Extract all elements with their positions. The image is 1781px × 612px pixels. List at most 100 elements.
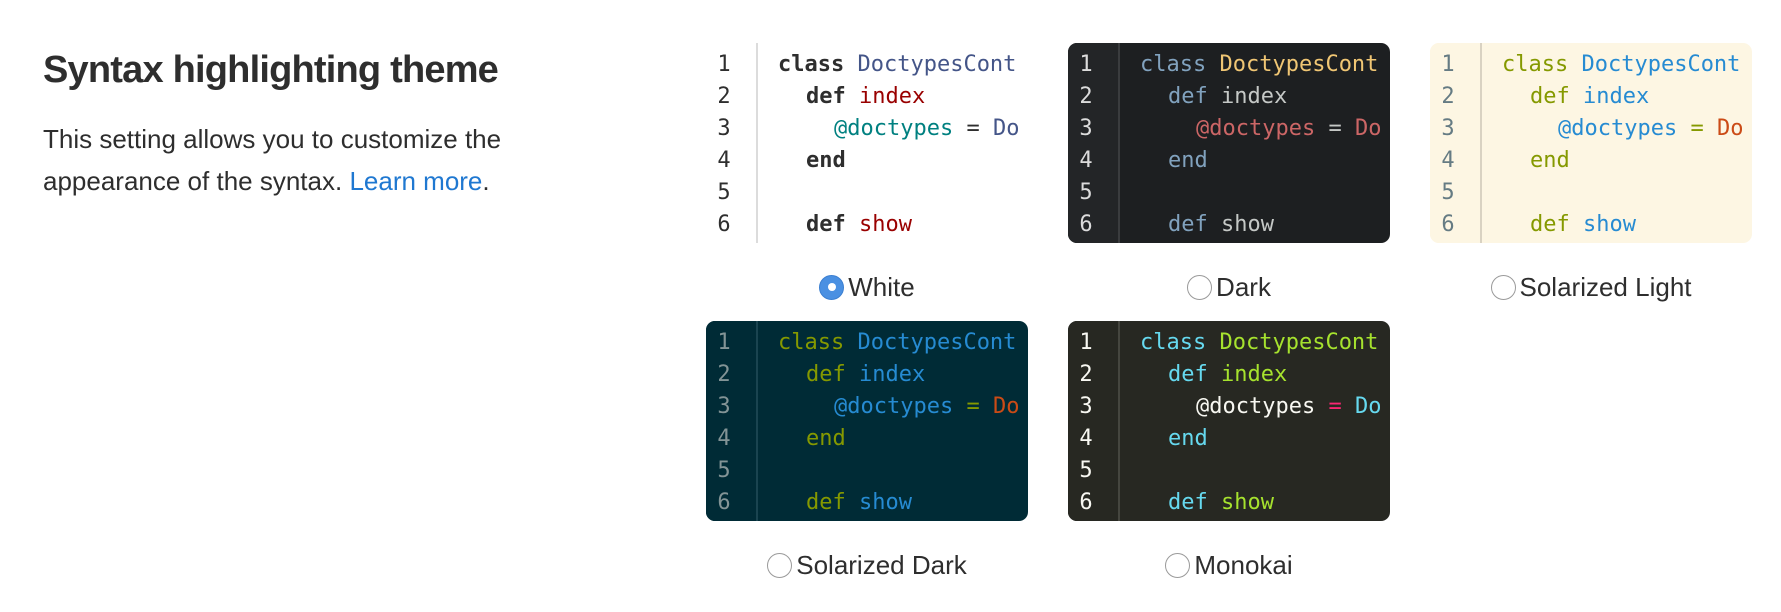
line-number: 4 — [717, 426, 731, 451]
code-token: Do — [1354, 394, 1382, 419]
theme-radio-monokai[interactable]: Monokai — [1068, 547, 1390, 583]
code-line: class DoctypesCont — [1140, 49, 1378, 81]
line-number: 1 — [717, 330, 731, 355]
code-token: def — [1168, 362, 1208, 387]
theme-label: Monokai — [1194, 549, 1293, 580]
code-token: DoctypesCont — [857, 330, 1017, 355]
radio-unselected-icon[interactable] — [767, 552, 793, 578]
theme-radio-dark[interactable]: Dark — [1068, 269, 1390, 305]
code-token: @doctypes — [1196, 394, 1316, 419]
code-line: def show — [1168, 209, 1274, 241]
code-token: Do — [1354, 116, 1382, 141]
code-line: class DoctypesCont — [778, 327, 1016, 359]
code-token: end — [806, 148, 846, 173]
radio-unselected-icon[interactable] — [1490, 274, 1516, 300]
code-line: end — [806, 145, 846, 177]
code-line: def index — [1168, 81, 1287, 113]
code-line: def index — [1168, 359, 1287, 391]
code-token: def — [1168, 212, 1208, 237]
line-number: 3 — [1441, 116, 1455, 141]
code-token: show — [1221, 490, 1274, 515]
code-line: class DoctypesCont — [1140, 327, 1378, 359]
radio-selected-icon[interactable] — [819, 274, 845, 300]
code-line: @doctypes = Do — [834, 391, 1019, 423]
code-token: index — [1583, 84, 1650, 109]
code-token: show — [859, 490, 912, 515]
code-line: class DoctypesCont — [1502, 49, 1740, 81]
line-number: 5 — [1441, 180, 1455, 205]
theme-radio-solarized-dark[interactable]: Solarized Dark — [706, 547, 1028, 583]
code-token: DoctypesCont — [1581, 52, 1741, 77]
line-number: 3 — [1079, 394, 1093, 419]
code-token: show — [1583, 212, 1636, 237]
section-description: This setting allows you to customize the… — [43, 118, 603, 202]
code-line: def show — [1530, 209, 1636, 241]
learn-more-link[interactable]: Learn more — [349, 166, 483, 196]
code-token: class — [1140, 330, 1207, 355]
theme-radio-white[interactable]: White — [706, 269, 1028, 305]
code-token: def — [806, 212, 846, 237]
code-token: = — [1690, 116, 1704, 141]
line-number: 1 — [1079, 330, 1093, 355]
theme-radio-solarized-light[interactable]: Solarized Light — [1430, 269, 1752, 305]
code-token: show — [859, 212, 912, 237]
line-number: 1 — [717, 52, 731, 77]
section-title: Syntax highlighting theme — [43, 49, 499, 91]
line-number: 4 — [1079, 148, 1093, 173]
line-number: 5 — [1079, 180, 1093, 205]
code-token: Do — [992, 116, 1020, 141]
code-token: def — [1530, 84, 1570, 109]
code-token: end — [806, 426, 846, 451]
code-line: @doctypes = Do — [834, 113, 1019, 145]
code-token: class — [778, 52, 845, 77]
line-number: 1 — [1079, 52, 1093, 77]
line-number: 4 — [1079, 426, 1093, 451]
line-number: 6 — [1079, 212, 1093, 237]
code-token: def — [1168, 84, 1208, 109]
code-line: @doctypes = Do — [1196, 391, 1381, 423]
radio-unselected-icon[interactable] — [1165, 552, 1191, 578]
theme-label: Solarized Light — [1519, 271, 1692, 302]
line-number: 2 — [717, 362, 731, 387]
code-token: index — [1221, 84, 1288, 109]
line-number: 1 — [1441, 52, 1455, 77]
code-token: def — [806, 84, 846, 109]
code-line: @doctypes = Do — [1196, 113, 1381, 145]
code-token: = — [966, 116, 980, 141]
code-token: show — [1221, 212, 1274, 237]
code-token: DoctypesCont — [1219, 330, 1379, 355]
code-token: @doctypes — [834, 394, 954, 419]
line-number: 3 — [1079, 116, 1093, 141]
description-text: This setting allows you to customize the… — [43, 124, 502, 196]
code-token: class — [1140, 52, 1207, 77]
code-token: def — [1168, 490, 1208, 515]
theme-label: Dark — [1216, 271, 1271, 302]
line-number: 3 — [717, 394, 731, 419]
code-line: class DoctypesCont — [778, 49, 1016, 81]
code-token: = — [1328, 394, 1342, 419]
code-line: def show — [1168, 487, 1274, 519]
code-token: = — [966, 394, 980, 419]
radio-unselected-icon[interactable] — [1187, 274, 1213, 300]
line-number: 5 — [717, 180, 731, 205]
code-token: def — [806, 362, 846, 387]
code-token: = — [1328, 116, 1342, 141]
code-token: end — [1530, 148, 1570, 173]
code-token: @doctypes — [834, 116, 954, 141]
code-line: def show — [806, 487, 912, 519]
theme-label: Solarized Dark — [796, 549, 967, 580]
code-token: class — [778, 330, 845, 355]
